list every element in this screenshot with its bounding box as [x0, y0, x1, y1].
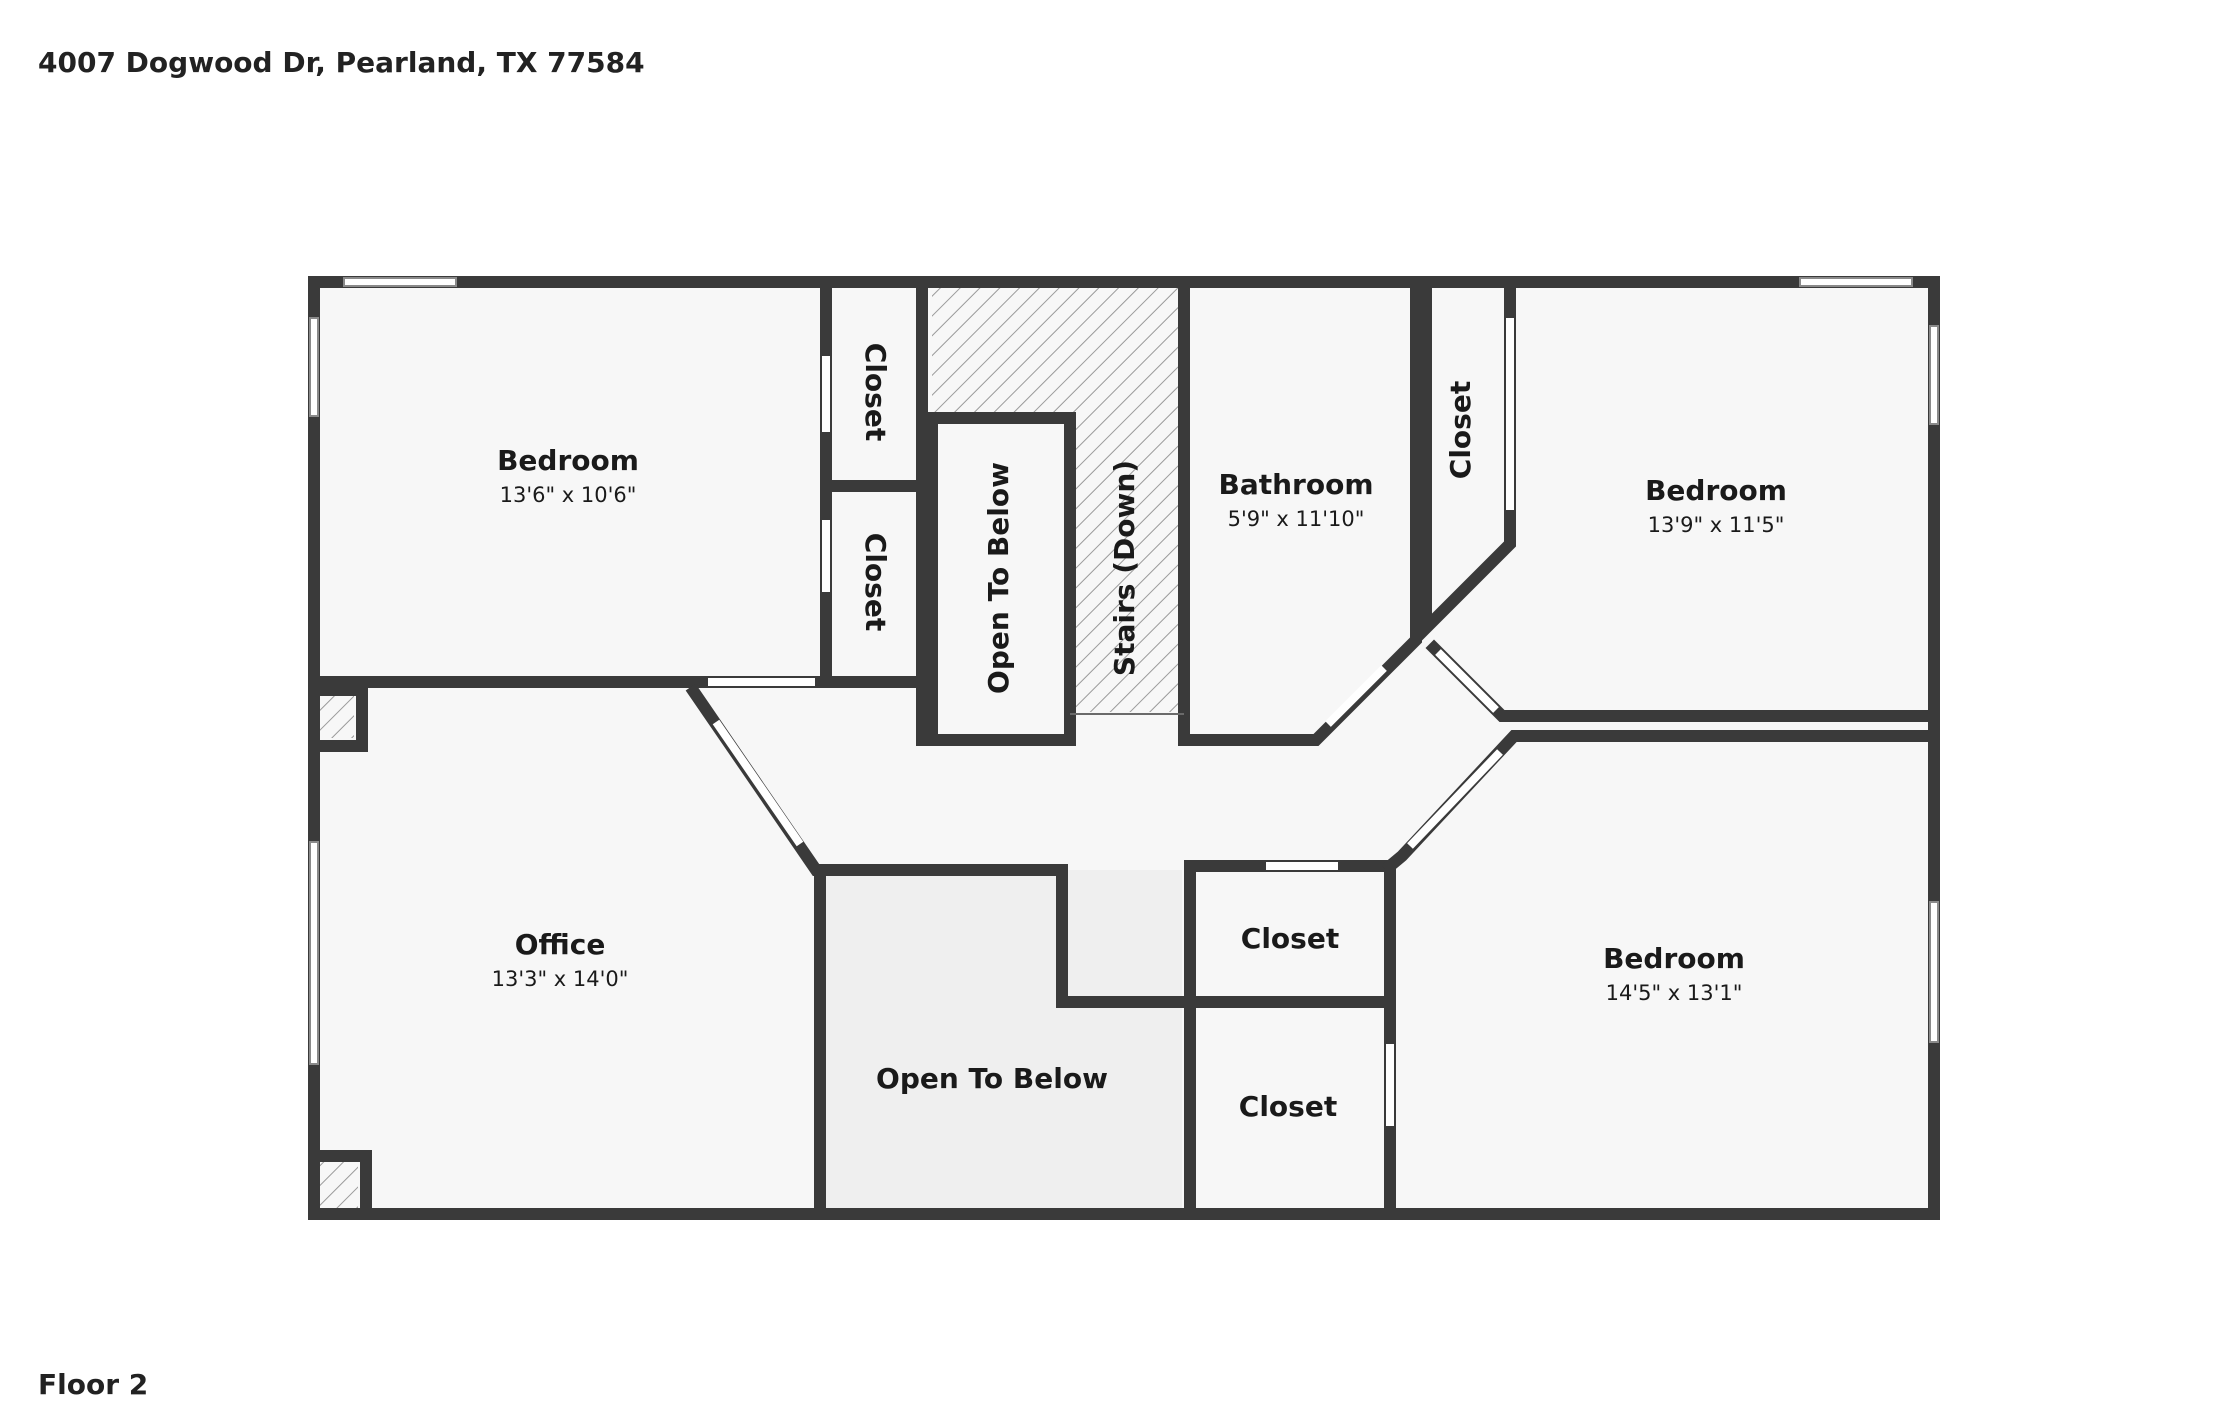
stairs-hatch-top: [932, 288, 1180, 414]
label-bedroom-br: Bedroom: [1603, 942, 1745, 975]
property-address: 4007 Dogwood Dr, Pearland, TX 77584: [38, 46, 645, 79]
label-bathroom: Bathroom: [1218, 468, 1373, 501]
label-closet-2: Closet: [859, 533, 892, 631]
door-bedroom-tr: [1435, 649, 1499, 713]
window-right-upper: [1929, 325, 1939, 425]
window-top-right: [1799, 277, 1913, 287]
window-left-upper: [309, 317, 319, 417]
column-bottom: [308, 1150, 372, 1220]
window-right-lower: [1929, 901, 1939, 1043]
door-bathroom: [1325, 665, 1387, 727]
label-bedroom-tr: Bedroom: [1645, 474, 1787, 507]
column-top: [308, 684, 368, 752]
door-bedroom-br: [1407, 749, 1503, 849]
label-closet-1: Closet: [859, 343, 892, 441]
label-closet-5: Closet: [1239, 1090, 1337, 1123]
dims-bedroom-tl: 13'6" x 10'6": [500, 483, 637, 507]
stairs-hatch-side: [1068, 414, 1180, 712]
door-office: [712, 719, 804, 847]
dims-bedroom-br: 14'5" x 13'1": [1606, 981, 1743, 1005]
label-stairs: Stairs (Down): [1108, 460, 1141, 676]
wall-bathroom: [1178, 276, 1422, 746]
label-open-small: Open To Below: [982, 462, 1015, 694]
label-bedroom-tl: Bedroom: [497, 444, 639, 477]
column-hatch-top: [318, 690, 354, 738]
label-office: Office: [515, 928, 606, 961]
dims-bathroom: 5'9" x 11'10": [1228, 507, 1365, 531]
window-left-lower: [309, 841, 319, 1065]
column-hatch-bottom: [318, 1160, 358, 1208]
window-top-left: [343, 277, 457, 287]
floor-label: Floor 2: [38, 1368, 149, 1401]
label-open-large: Open To Below: [876, 1062, 1108, 1095]
dims-office: 13'3" x 14'0": [492, 967, 629, 991]
wall-open-small: [926, 412, 1076, 746]
wall-open-large: [814, 864, 1196, 1008]
label-closet-3: Closet: [1444, 381, 1477, 479]
open-to-below-large-area: [822, 870, 1182, 1214]
label-closet-4: Closet: [1241, 922, 1339, 955]
dims-bedroom-tr: 13'9" x 11'5": [1648, 513, 1785, 537]
